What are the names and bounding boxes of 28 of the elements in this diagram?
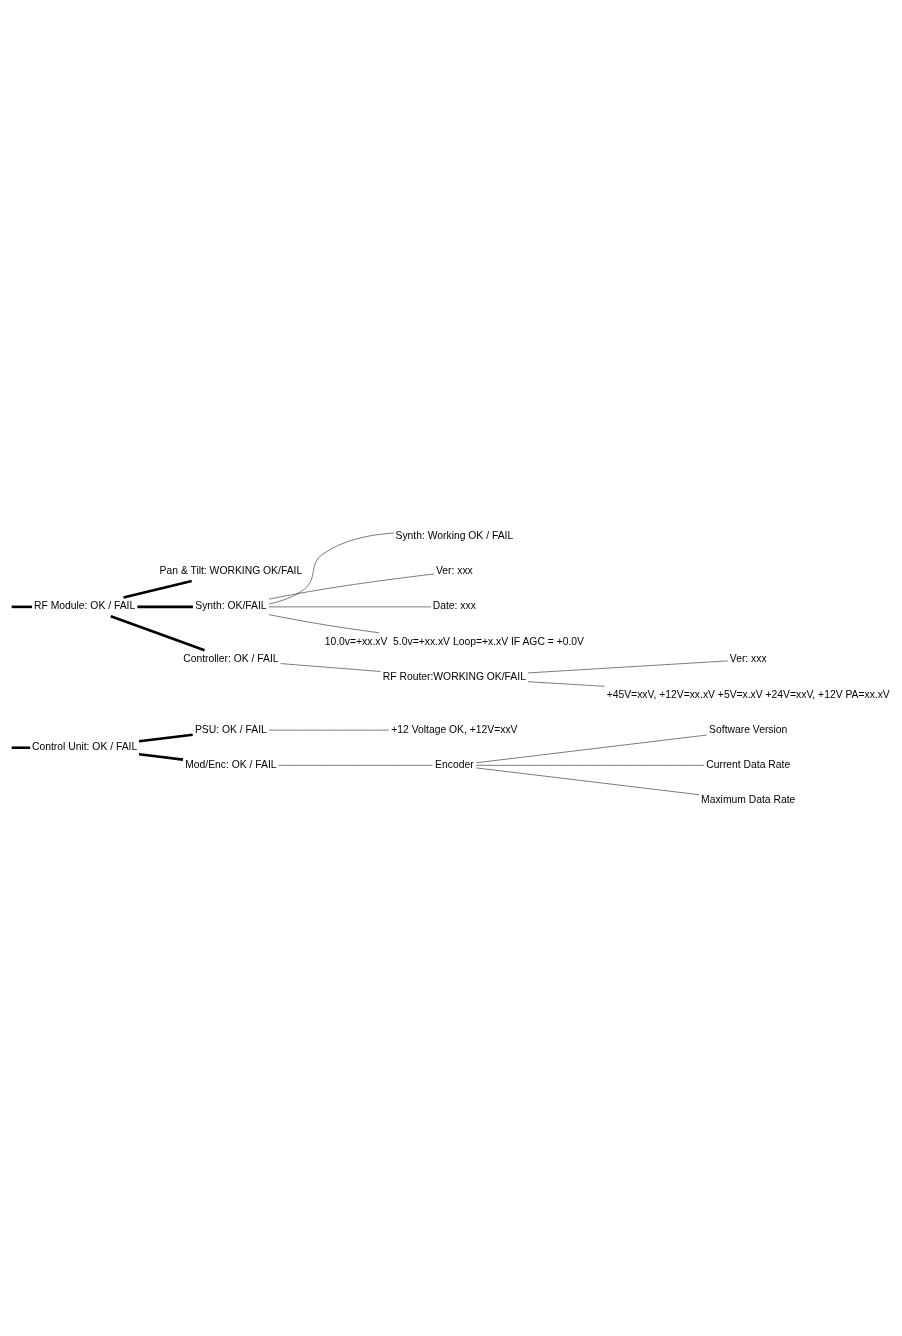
node-text: Date: xxx (432, 599, 476, 611)
node-text: Control Unit: OK / FAIL (31, 740, 137, 752)
connector (122, 579, 192, 599)
connector (11, 745, 30, 749)
node-text: Synth: OK/FAIL (194, 599, 267, 611)
node-text: Controller: OK / FAIL (182, 652, 279, 664)
node-text: RF Router:WORKING OK/FAIL (382, 670, 526, 682)
node-text: RF Module: OK / FAIL (33, 599, 135, 611)
node-text: 10.0v=+xx.xV 5.0v=+xx.xV Loop=+x.xV IF AGC = +0.0V (324, 635, 584, 647)
node-text: +45V=xxV, +12V=xx.xV +5V=x.xV +24V=xxV, +12V PA=xx.xV (606, 688, 890, 699)
connector (136, 605, 193, 608)
node-text: PSU: OK / FAIL (194, 723, 267, 735)
node-text: Ver: xxx (729, 652, 767, 664)
node-text: Pan & Tilt: WORKING OK/FAIL (159, 564, 302, 576)
node-text: Ver: xxx (435, 564, 473, 576)
node-text: Maximum Data Rate (700, 793, 795, 805)
node-text: Synth: Working OK / FAIL (395, 529, 513, 541)
connector (138, 732, 193, 742)
node-text: Software Version (708, 723, 787, 735)
node-text: Mod/Enc: OK / FAIL (184, 758, 277, 770)
connector (109, 614, 205, 651)
node-text: Encoder (434, 758, 474, 770)
connector (11, 605, 32, 608)
connector (138, 752, 183, 761)
node-text: Current Data Rate (705, 758, 790, 770)
node-text: +12 Voltage OK, +12V=xxV (390, 723, 517, 735)
connector (268, 573, 434, 599)
connector (268, 532, 394, 604)
